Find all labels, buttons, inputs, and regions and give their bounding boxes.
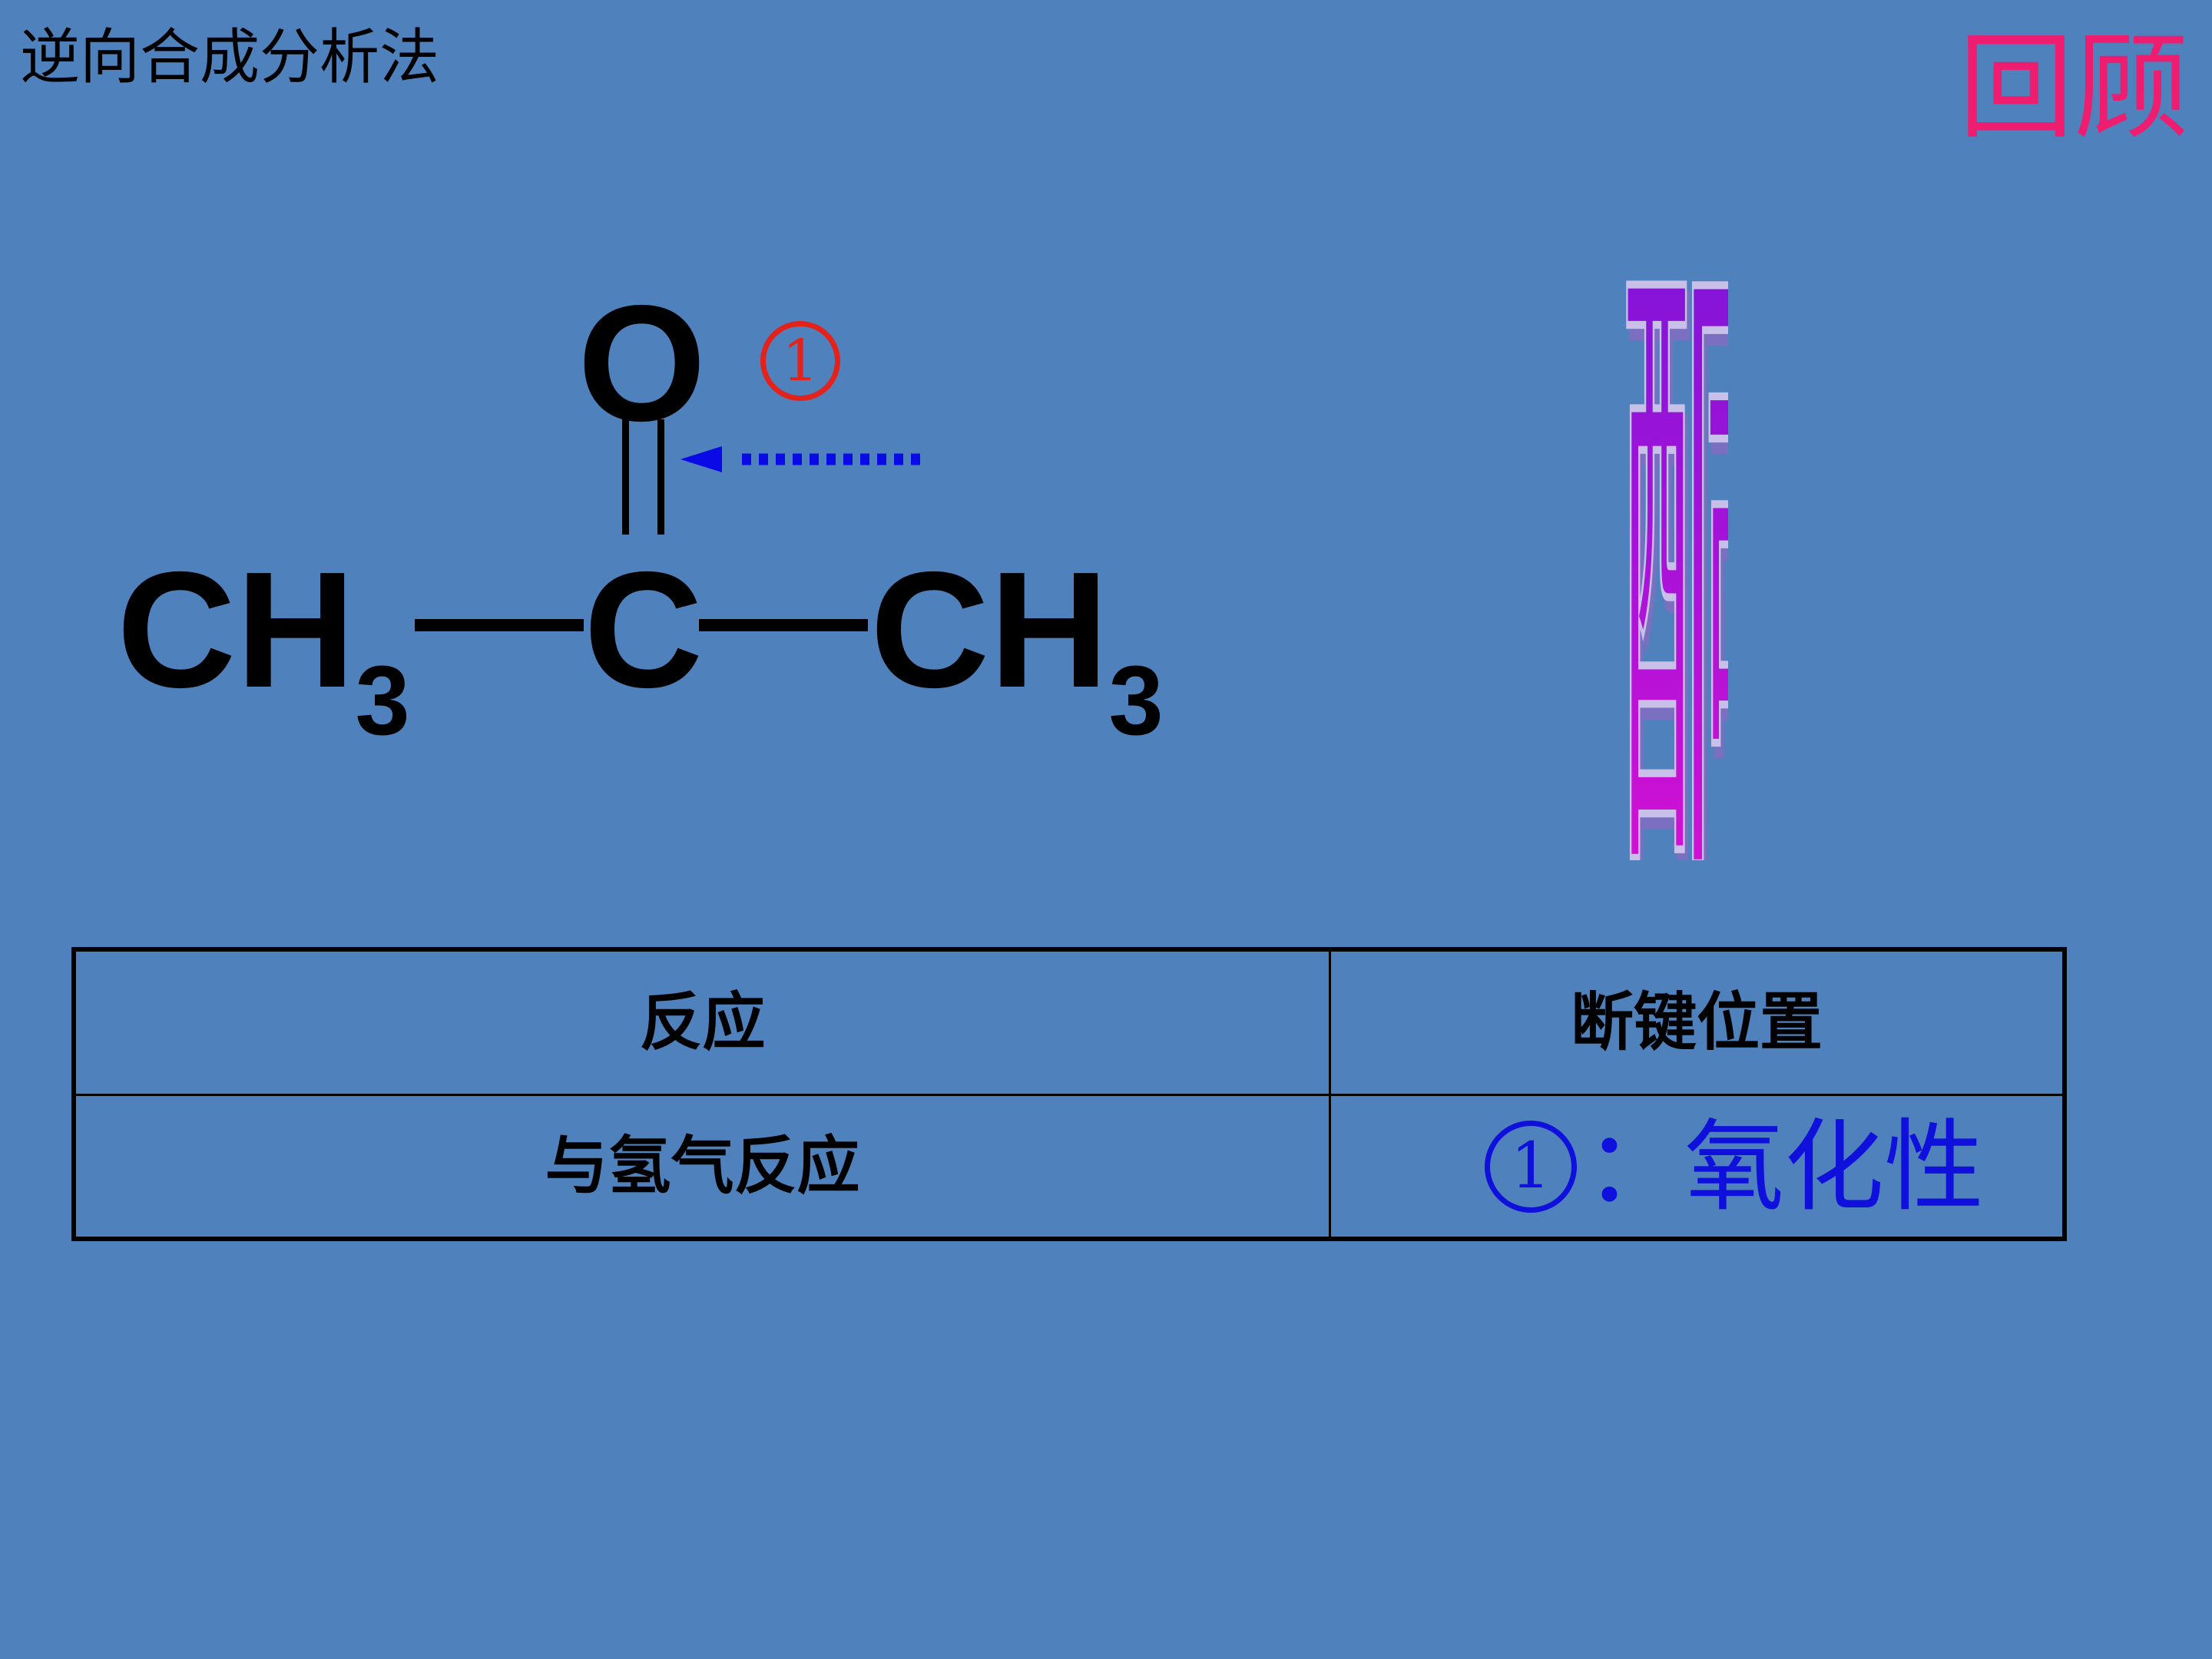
bond-marker-number: 1 [782,328,819,394]
cell-reaction: 与氢气反应 [545,1129,860,1203]
carbonyl-carbon: C [584,537,704,722]
answer-marker-number: 1 [1510,1129,1551,1203]
answer-text: ：氧化性 [1584,1108,1985,1225]
ketone-wordart: 酮 酮 [1618,200,1728,860]
right-methyl-ch: CH [870,537,1109,722]
cell-bond-answer: 1 ：氧化性 [1331,1096,2062,1237]
review-label: 回顾 [1958,22,2189,155]
wordart-char: 酮 [1620,200,1728,860]
arrow-head [680,446,722,472]
wordart-shadow: 酮 [1623,209,1728,860]
reaction-table: 反应 断键位置 与氢气反应 1 ：氧化性 [71,947,2067,1241]
bond-marker-1: 1 [760,321,840,401]
left-single-bond [415,619,584,631]
left-methyl-ch: CH [117,537,356,722]
left-methyl-subscript: 3 [355,646,410,756]
double-bond-line-2 [657,419,664,535]
oxygen-atom: O [578,270,707,455]
header-reaction: 反应 [639,985,766,1059]
right-methyl-group: CH3 [870,547,1164,750]
right-methyl-subscript: 3 [1108,646,1164,756]
double-bond-line-1 [622,419,629,535]
right-single-bond [699,619,868,631]
table-row: 与氢气反应 1 ：氧化性 [76,1096,2062,1237]
header-bond-position: 断键位置 [1570,985,1823,1059]
left-methyl-group: CH3 [117,547,410,750]
dotted-arrow-icon [680,446,923,472]
table-header-row: 反应 断键位置 [76,952,2062,1096]
answer-marker: 1 [1485,1120,1577,1213]
slide-title: 逆向合成分析法 [20,23,440,92]
